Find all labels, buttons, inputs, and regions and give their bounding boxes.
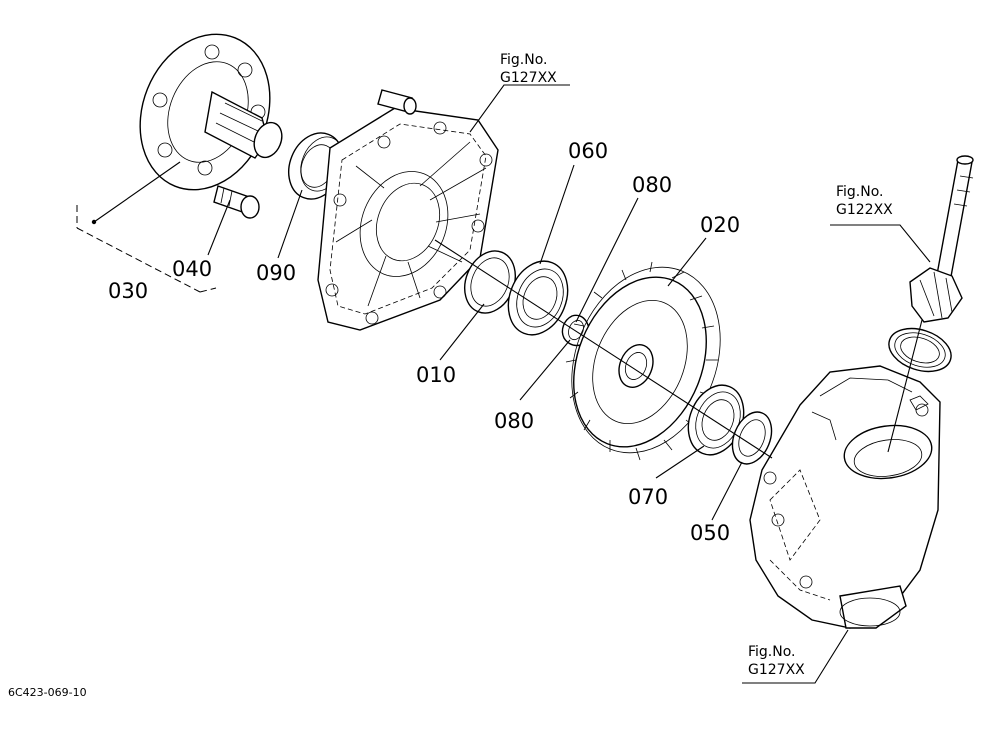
fig-ref-right-code: G122XX xyxy=(836,202,893,218)
label-090: 090 xyxy=(256,261,296,285)
label-010: 010 xyxy=(416,363,456,387)
main-gear-case xyxy=(749,365,941,629)
part-020-bevel-gear xyxy=(565,261,721,461)
pinion-bearing xyxy=(888,327,952,373)
label-070: 070 xyxy=(628,485,668,509)
part-030-flange-shaft xyxy=(139,33,283,191)
label-030: 030 xyxy=(108,279,148,303)
label-040: 040 xyxy=(172,257,212,281)
fig-ref-top-label: Fig.No. xyxy=(500,52,548,68)
drawing-code: 6C423-069-10 xyxy=(8,686,87,699)
label-060: 060 xyxy=(568,139,608,163)
fig-ref-bottom-label: Fig.No. xyxy=(748,644,796,660)
assembly-axis-line xyxy=(434,239,773,459)
fig-ref-top-code: G127XX xyxy=(500,70,557,86)
label-020: 020 xyxy=(700,213,740,237)
label-050: 050 xyxy=(690,521,730,545)
part-030-bracket xyxy=(76,161,217,293)
center-housing-cover xyxy=(317,89,499,331)
fig-ref-bottom-code: G127XX xyxy=(748,662,805,678)
leader-lines xyxy=(207,84,931,684)
pinion-axis-line xyxy=(887,319,923,453)
fig-ref-right-label: Fig.No. xyxy=(836,184,884,200)
part-040-bolt xyxy=(213,185,260,219)
pinion-shaft xyxy=(909,155,974,323)
label-080-lower: 080 xyxy=(494,409,534,433)
label-080-upper: 080 xyxy=(632,173,672,197)
